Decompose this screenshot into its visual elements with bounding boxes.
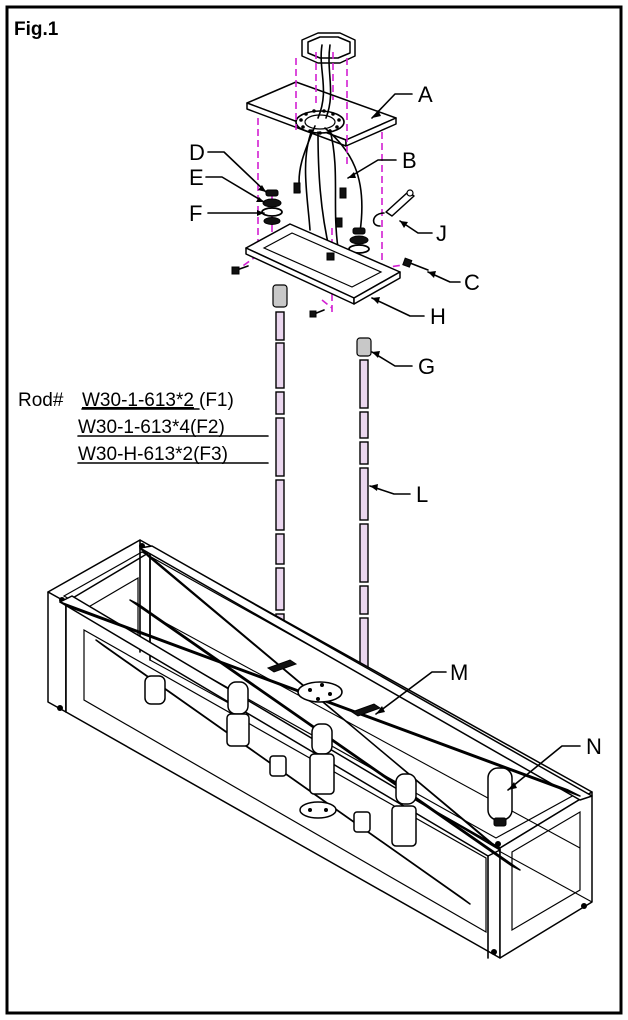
lamp-sockets [144, 675, 513, 847]
hook-part-j [372, 189, 415, 227]
rod-label-line2: W30-1-613*4(F2) [78, 417, 225, 438]
callout-d: D [189, 140, 205, 165]
callout-g: G [418, 354, 435, 379]
callout-f: F [189, 201, 202, 226]
rod-spec-label: Rod# W30-1-613*2 (F1) W30-1-613*4(F2) W3… [18, 390, 269, 465]
callout-labels: A B D E F J C H G L M N [189, 82, 602, 759]
callout-l: L [416, 482, 428, 507]
callout-m: M [450, 660, 468, 685]
rod-label-line3: W30-H-613*2(F3) [78, 444, 228, 465]
rod-label-prefix: Rod# [18, 390, 64, 411]
callout-e: E [189, 165, 204, 190]
callout-j: J [436, 221, 447, 246]
callout-b: B [402, 148, 417, 173]
figure-title: Fig.1 [14, 19, 59, 40]
callout-n: N [586, 734, 602, 759]
leader-lines [205, 93, 581, 791]
callout-a: A [418, 82, 433, 107]
rod-label-line1-code: W30-1-613*2 [82, 390, 194, 411]
center-hub-m [266, 659, 382, 819]
mounting-frame-h [231, 223, 429, 318]
callout-h: H [430, 304, 446, 329]
rod-label-line1-suffix: (F1) [199, 390, 234, 411]
callout-c: C [464, 270, 480, 295]
figure-border [5, 5, 623, 1015]
hardware-nuts-washers [261, 182, 370, 254]
